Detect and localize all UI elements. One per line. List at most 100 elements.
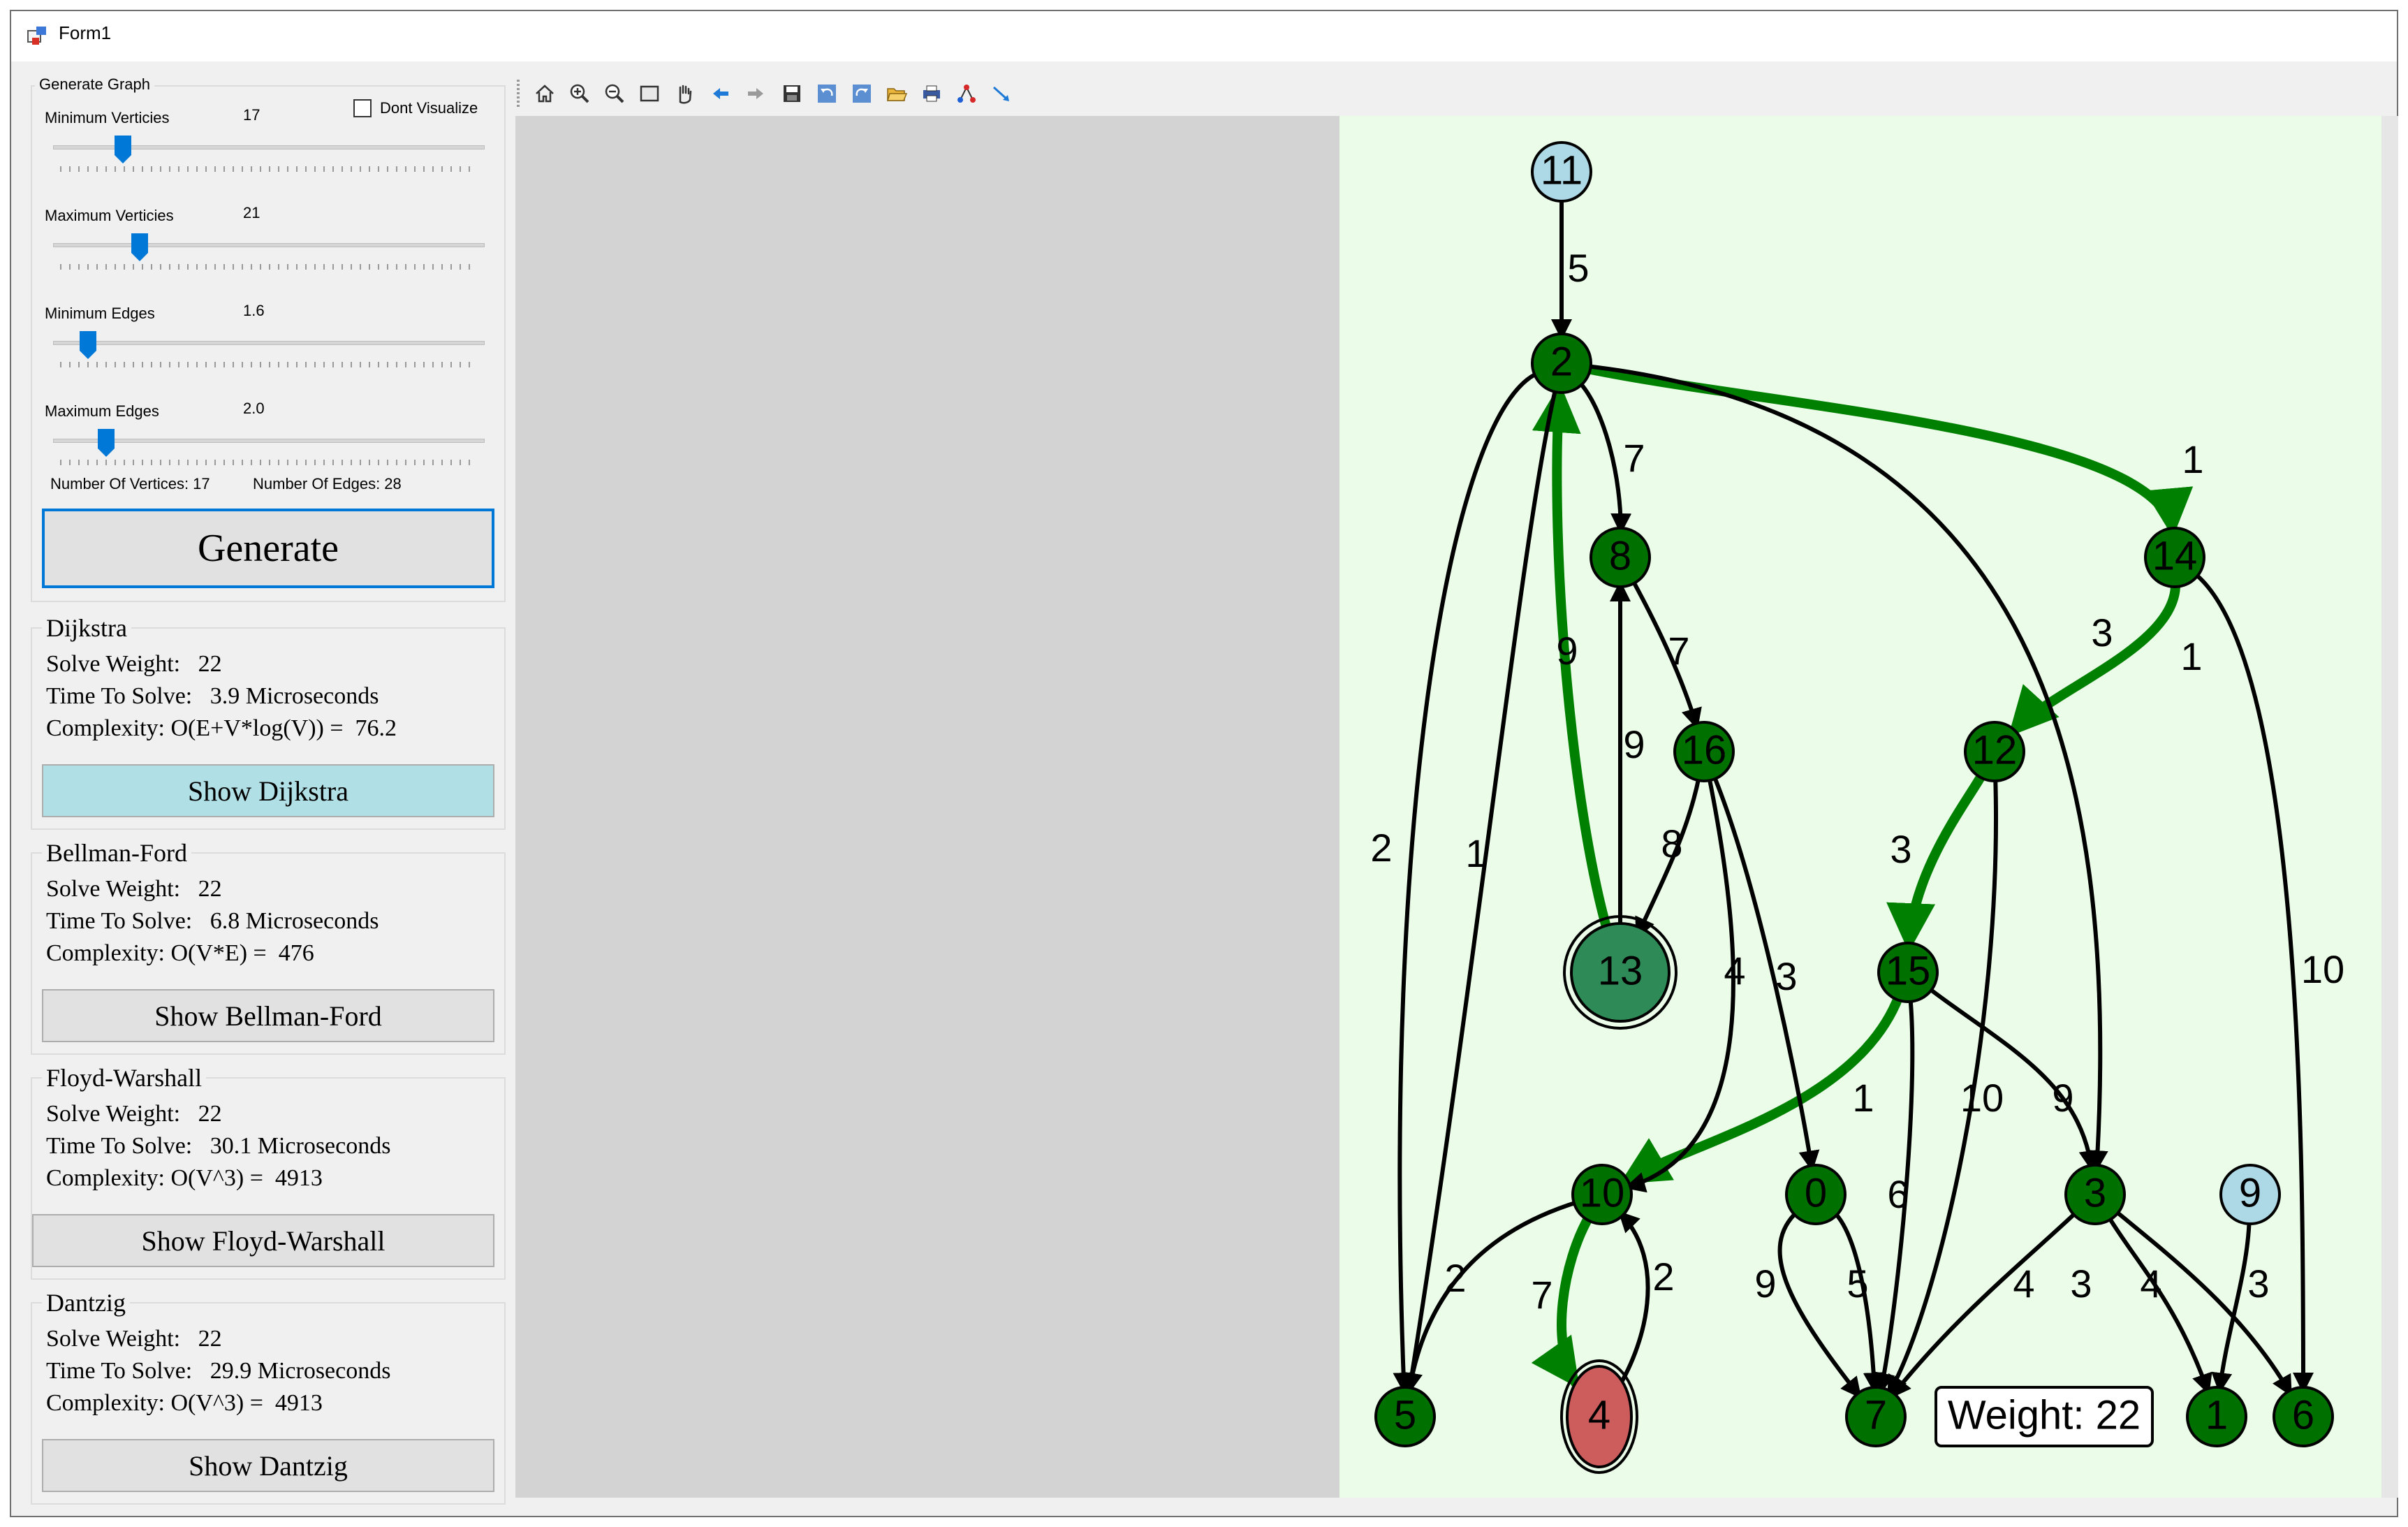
node-12-circle: [1964, 721, 2025, 782]
edge-12-7: [1886, 776, 1998, 1397]
node-6-circle: [2273, 1386, 2334, 1447]
dantzig-group: [31, 1302, 506, 1505]
bellman-ford-complexity: Complexity: O(V*E) = 476: [46, 940, 314, 966]
node-2: 2: [1531, 333, 1592, 394]
show-floyd-warshall-button[interactable]: Show Floyd-Warshall: [32, 1214, 494, 1267]
edge-10-5: [1402, 1199, 1579, 1394]
dont-visualize-checkbox[interactable]: [353, 99, 372, 117]
edge-weight-8-16: 7: [1668, 629, 1689, 673]
floyd-warshall-weight: Solve Weight: 22: [46, 1101, 222, 1127]
show-dijkstra-button[interactable]: Show Dijkstra: [42, 764, 494, 817]
pan-hand-icon[interactable]: [672, 81, 697, 106]
path-edge-14-12: [2008, 582, 2181, 737]
edge-2-3: [1586, 364, 2108, 1172]
forward-arrow-icon[interactable]: [743, 81, 768, 106]
node-16-circle: [1673, 721, 1735, 782]
vertical-scrollbar[interactable]: [2381, 116, 2398, 1498]
dont-visualize-label[interactable]: Dont Visualize: [380, 99, 478, 117]
node-4: 4: [1560, 1359, 1638, 1474]
edge-16-0: [1711, 774, 1820, 1172]
min-edges-label: Minimum Edges: [45, 305, 155, 322]
save-icon[interactable]: [779, 81, 805, 106]
edge-weight-15-3: 9: [2052, 1076, 2073, 1120]
dantzig-weight: Solve Weight: 22: [46, 1326, 222, 1352]
undo-icon[interactable]: [814, 81, 839, 106]
dijkstra-complexity: Complexity: O(E+V*log(V)) = 76.2: [46, 715, 397, 741]
zoom-in-icon[interactable]: [567, 81, 592, 106]
node-10: 10: [1571, 1164, 1633, 1225]
edge-weight-3-1: 3: [2070, 1262, 2092, 1306]
node-10-label: 10: [1580, 1170, 1625, 1215]
redo-icon[interactable]: [849, 81, 874, 106]
edge-weight-16-0: 3: [1775, 954, 1797, 998]
edge-15-7: [1874, 997, 1915, 1394]
node-12: 12: [1964, 721, 2025, 782]
edge-route-icon[interactable]: [989, 81, 1014, 106]
node-2-circle: [1531, 333, 1592, 394]
edge-3-6: [2113, 1208, 2293, 1397]
node-7: 7: [1845, 1386, 1907, 1447]
node-1: 1: [2186, 1386, 2247, 1447]
zoom-out-icon[interactable]: [602, 81, 627, 106]
edge-9-1: [2211, 1219, 2252, 1394]
dijkstra-time: Time To Solve: 3.9 Microseconds: [46, 683, 379, 709]
edge-weight-12-7: 10: [1960, 1076, 2004, 1120]
dantzig-title: Dantzig: [42, 1288, 130, 1317]
dijkstra-weight: Solve Weight: 22: [46, 651, 222, 677]
max-edges-slider[interactable]: [53, 439, 485, 443]
node-4-label: 4: [1588, 1392, 1610, 1438]
generate-button[interactable]: Generate: [42, 509, 494, 588]
edge-weight-11-2: 5: [1567, 246, 1589, 290]
edge-weight-3-6: 4: [2140, 1262, 2161, 1306]
edge-weight-12-15: 3: [1890, 827, 1911, 871]
min-vertices-label: Minimum Verticies: [45, 109, 170, 126]
layout-icon[interactable]: [954, 81, 979, 106]
path-edge-13-2: [1532, 383, 1617, 950]
max-edges-ticks: [60, 460, 476, 465]
min-vertices-slider[interactable]: [53, 145, 485, 149]
min-vertices-ticks: [60, 166, 476, 172]
edge-weight-16-13: 8: [1661, 821, 1682, 865]
app-icon: [27, 27, 46, 45]
node-13-label: 13: [1598, 948, 1643, 993]
back-arrow-icon[interactable]: [708, 81, 733, 106]
edge-16-10: [1624, 775, 1735, 1193]
max-vertices-ticks: [60, 264, 476, 270]
edge-weight-2-14: 1: [2182, 437, 2203, 481]
title-bar: Form1: [11, 11, 2397, 61]
show-dantzig-button[interactable]: Show Dantzig: [42, 1439, 494, 1492]
open-folder-icon[interactable]: [884, 81, 909, 106]
dantzig-complexity: Complexity: O(V^3) = 4913: [46, 1390, 323, 1416]
node-14-circle: [2144, 527, 2205, 588]
edge-2-5: [1402, 387, 1558, 1394]
max-edges-label: Maximum Edges: [45, 402, 159, 420]
node-16-label: 16: [1682, 727, 1727, 773]
node-6-label: 6: [2292, 1392, 2314, 1438]
node-3: 3: [2064, 1164, 2126, 1225]
window-title: Form1: [59, 22, 112, 43]
max-vertices-slider[interactable]: [53, 243, 485, 247]
node-5-circle: [1374, 1386, 1436, 1447]
bellman-ford-weight: Solve Weight: 22: [46, 876, 222, 902]
zoom-box-icon[interactable]: [637, 81, 662, 106]
path-edge-10-4: [1531, 1213, 1594, 1389]
weight-label-text: Weight: 22: [1948, 1392, 2141, 1438]
edge-0-7: [1777, 1210, 1863, 1399]
edge-weight-2-5: 1: [1465, 831, 1487, 875]
edge-weight-2-5: 2: [1370, 826, 1392, 870]
node-9-label: 9: [2239, 1170, 2261, 1215]
node-14-label: 14: [2152, 533, 2198, 578]
generate-graph-title: Generate Graph: [35, 75, 154, 94]
path-edge-2-14: [1585, 363, 2193, 538]
edge-weight-0-7: 5: [1847, 1262, 1868, 1306]
min-edges-slider[interactable]: [53, 341, 485, 345]
path-edge-12-15: [1886, 771, 1987, 953]
max-edges-value: 2.0: [243, 400, 265, 417]
home-icon[interactable]: [532, 81, 557, 106]
show-bellman-ford-button[interactable]: Show Bellman-Ford: [42, 989, 494, 1042]
node-9: 9: [2219, 1164, 2281, 1225]
node-13-outer-ring: [1563, 915, 1677, 1030]
node-16: 16: [1673, 721, 1735, 782]
print-icon[interactable]: [919, 81, 944, 106]
